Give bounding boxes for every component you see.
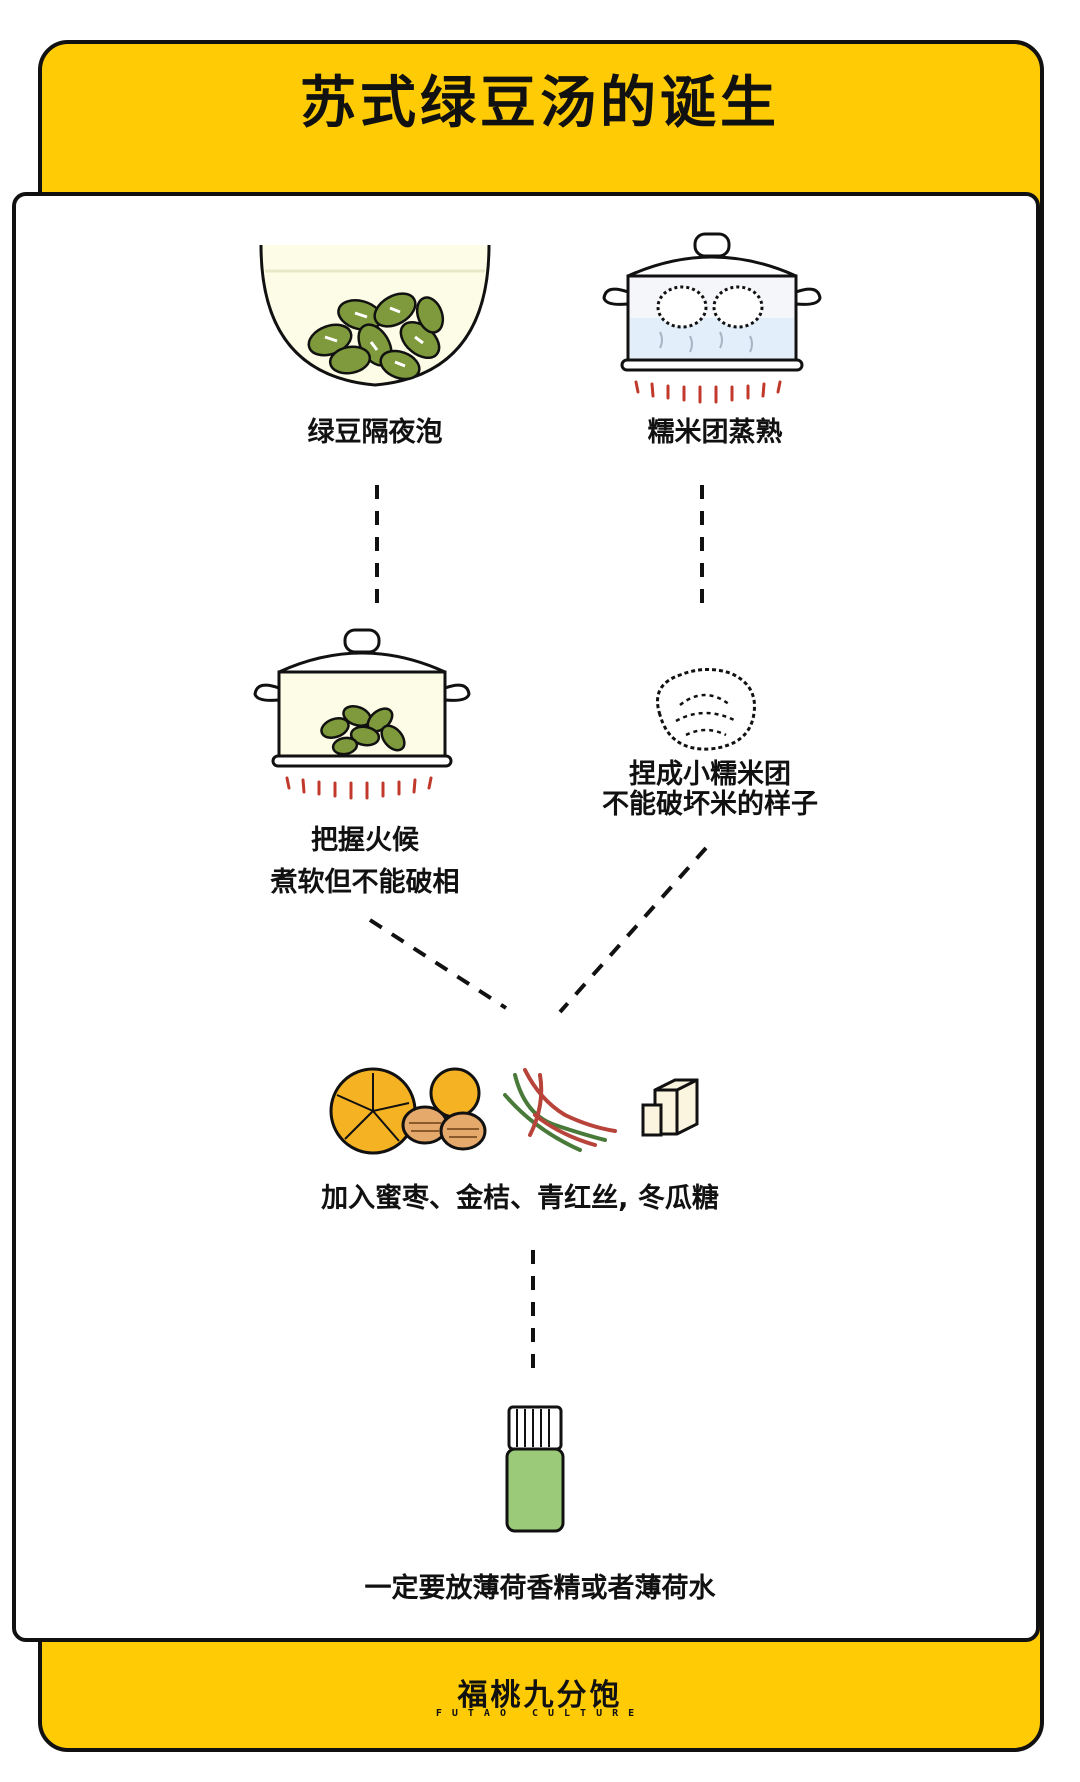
step-rice-ball-line1: 捏成小糯米团	[629, 759, 791, 790]
connector-diagonal-left	[368, 918, 508, 1010]
page-title: 苏式绿豆汤的诞生	[300, 71, 780, 136]
bowl-of-beans-icon	[259, 244, 491, 387]
steaming-pot-icon	[602, 232, 822, 404]
connector-line-left	[375, 485, 379, 605]
connector-line-right	[700, 485, 704, 605]
step-steam-rice-label: 糯米团蒸熟	[647, 417, 783, 448]
connector-diagonal-right	[558, 846, 708, 1014]
brand-logo: 福桃九分饱	[457, 1678, 623, 1713]
step-add-ingredients-label: 加入蜜枣、金桔、青红丝, 冬瓜糖	[321, 1183, 719, 1214]
bean-pot-icon	[253, 628, 471, 800]
rice-ball-icon	[656, 668, 756, 751]
step-mint-label: 一定要放薄荷香精或者薄荷水	[364, 1573, 716, 1604]
connector-line-center	[531, 1250, 535, 1375]
step-cook-beans-line2: 煮软但不能破相	[270, 867, 460, 898]
mint-bottle-icon	[505, 1405, 565, 1533]
content-panel	[12, 192, 1040, 1642]
step-soak-beans-label: 绿豆隔夜泡	[307, 417, 443, 448]
brand-subtitle: FUTAO CULTURE	[435, 1708, 645, 1719]
ingredients-icon	[329, 1067, 699, 1155]
step-cook-beans-line1: 把握火候	[311, 825, 419, 856]
step-rice-ball-line2: 不能破坏米的样子	[602, 789, 818, 820]
